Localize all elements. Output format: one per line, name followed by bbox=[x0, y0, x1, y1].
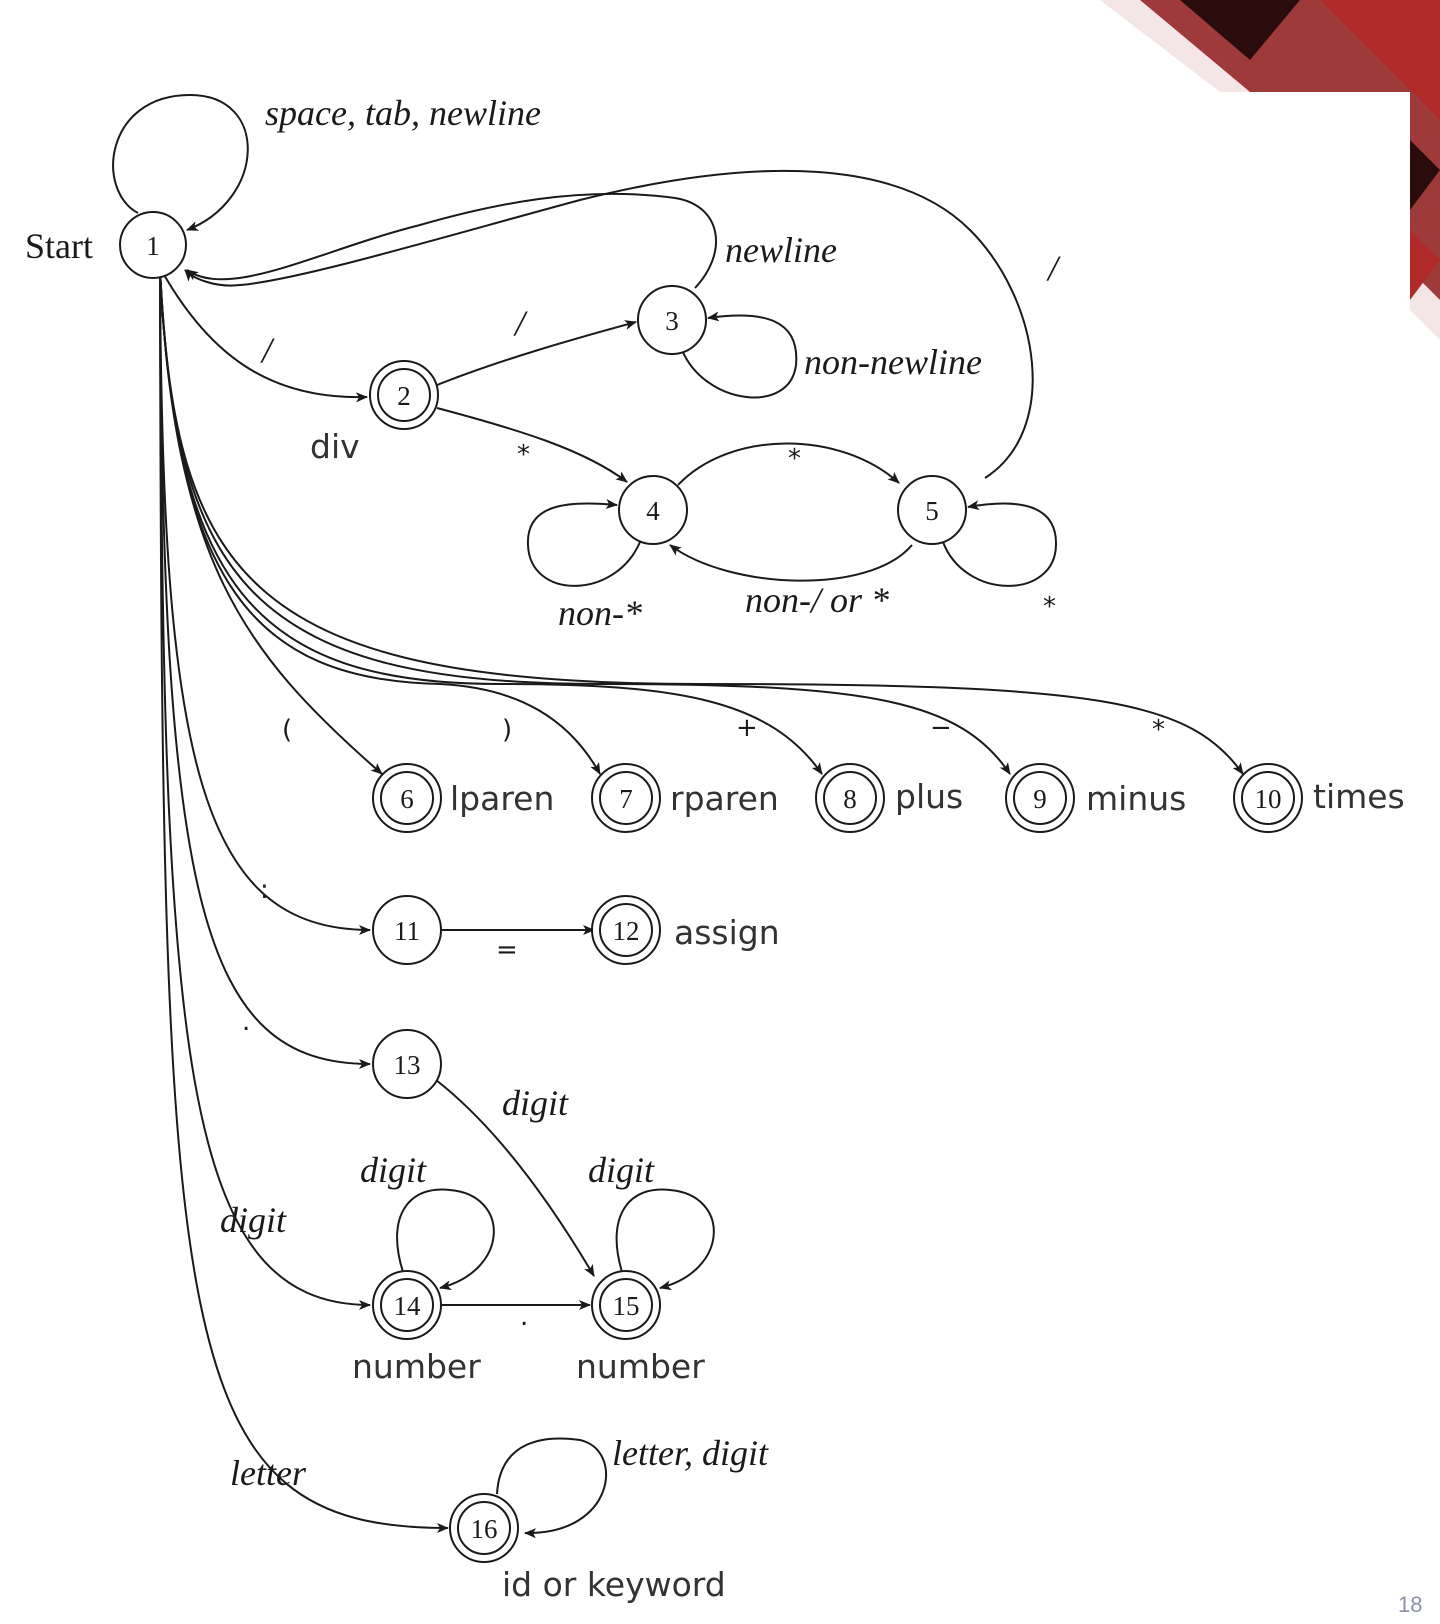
label-1-1: space, tab, newline bbox=[265, 93, 541, 133]
token-lparen: lparen bbox=[450, 779, 554, 818]
state-3: 3 bbox=[638, 286, 706, 354]
token-number-14: number bbox=[352, 1347, 481, 1386]
state-8: 8 bbox=[816, 764, 884, 832]
token-id-or-keyword: id or keyword bbox=[502, 1565, 726, 1604]
label-1-8: + bbox=[736, 713, 758, 743]
label-3-1: newline bbox=[725, 230, 837, 270]
start-label: Start bbox=[25, 226, 93, 266]
token-rparen: rparen bbox=[670, 779, 779, 818]
state-12: 12 bbox=[592, 896, 660, 964]
label-15-15: digit bbox=[588, 1150, 655, 1190]
label-4-5: * bbox=[788, 444, 801, 474]
label-14-14: digit bbox=[360, 1150, 427, 1190]
label-3-3: non-newline bbox=[804, 342, 982, 382]
state-1-label: 1 bbox=[146, 231, 160, 261]
label-14-15: . bbox=[520, 1302, 528, 1332]
token-assign: assign bbox=[674, 913, 780, 952]
state-3-label: 3 bbox=[665, 306, 679, 336]
label-1-13: . bbox=[242, 1007, 250, 1037]
label-1-14: digit bbox=[220, 1200, 287, 1240]
label-4-4: non-* bbox=[558, 593, 642, 633]
label-13-15: digit bbox=[502, 1083, 569, 1123]
token-minus: minus bbox=[1086, 779, 1186, 818]
state-11-label: 11 bbox=[394, 916, 420, 946]
states: 1 2 3 4 5 6 7 8 9 10 11 12 13 14 15 16 bbox=[120, 212, 1302, 1562]
state-14-label: 14 bbox=[394, 1291, 422, 1321]
label-1-9: − bbox=[930, 713, 952, 743]
token-plus: plus bbox=[895, 777, 963, 816]
label-2-4: * bbox=[517, 440, 530, 470]
state-2-label: 2 bbox=[397, 381, 411, 411]
label-1-7: ) bbox=[502, 715, 512, 745]
edge-1-14 bbox=[160, 270, 370, 1305]
state-13: 13 bbox=[373, 1030, 441, 1098]
state-9: 9 bbox=[1006, 764, 1074, 832]
label-16-16: letter, digit bbox=[612, 1433, 769, 1473]
label-1-2: / bbox=[260, 330, 275, 370]
state-15-label: 15 bbox=[613, 1291, 640, 1321]
state-13-label: 13 bbox=[394, 1050, 421, 1080]
token-div: div bbox=[310, 427, 360, 466]
page-number: 18 bbox=[1398, 1592, 1422, 1617]
state-10-label: 10 bbox=[1255, 784, 1282, 814]
state-8-label: 8 bbox=[843, 784, 857, 814]
state-4: 4 bbox=[619, 476, 687, 544]
label-5-1: / bbox=[1046, 248, 1061, 288]
edge-5-4 bbox=[670, 545, 912, 581]
label-2-3: / bbox=[513, 303, 528, 343]
label-1-10: * bbox=[1152, 715, 1165, 745]
state-7: 7 bbox=[592, 764, 660, 832]
state-11: 11 bbox=[373, 896, 441, 964]
state-10: 10 bbox=[1234, 764, 1302, 832]
state-4-label: 4 bbox=[646, 496, 660, 526]
state-9-label: 9 bbox=[1033, 784, 1047, 814]
state-5: 5 bbox=[898, 476, 966, 544]
state-1: 1 bbox=[120, 212, 186, 278]
state-2: 2 bbox=[370, 361, 438, 429]
label-1-6: ( bbox=[282, 715, 292, 745]
state-12-label: 12 bbox=[613, 916, 640, 946]
edge-3-1 bbox=[187, 194, 716, 288]
state-7-label: 7 bbox=[619, 784, 633, 814]
label-5-5: * bbox=[1043, 592, 1056, 622]
label-1-11: : bbox=[260, 875, 269, 905]
edge-2-4 bbox=[437, 408, 627, 482]
state-6: 6 bbox=[373, 764, 441, 832]
state-6-label: 6 bbox=[400, 784, 414, 814]
token-number-15: number bbox=[576, 1347, 705, 1386]
state-15: 15 bbox=[592, 1271, 660, 1339]
edge-1-8 bbox=[160, 270, 822, 774]
embroidery-decoration bbox=[1100, 0, 1440, 340]
label-1-16: letter bbox=[230, 1453, 307, 1493]
edge-1-1 bbox=[113, 95, 248, 230]
label-5-4: non-/ or * bbox=[745, 580, 889, 620]
state-16-label: 16 bbox=[471, 1514, 498, 1544]
edge-2-3 bbox=[437, 322, 636, 385]
state-5-label: 5 bbox=[925, 496, 939, 526]
state-14: 14 bbox=[373, 1271, 441, 1339]
edge-1-13 bbox=[160, 270, 370, 1064]
label-11-12: = bbox=[496, 935, 518, 965]
state-16: 16 bbox=[450, 1494, 518, 1562]
token-times: times bbox=[1313, 777, 1405, 816]
